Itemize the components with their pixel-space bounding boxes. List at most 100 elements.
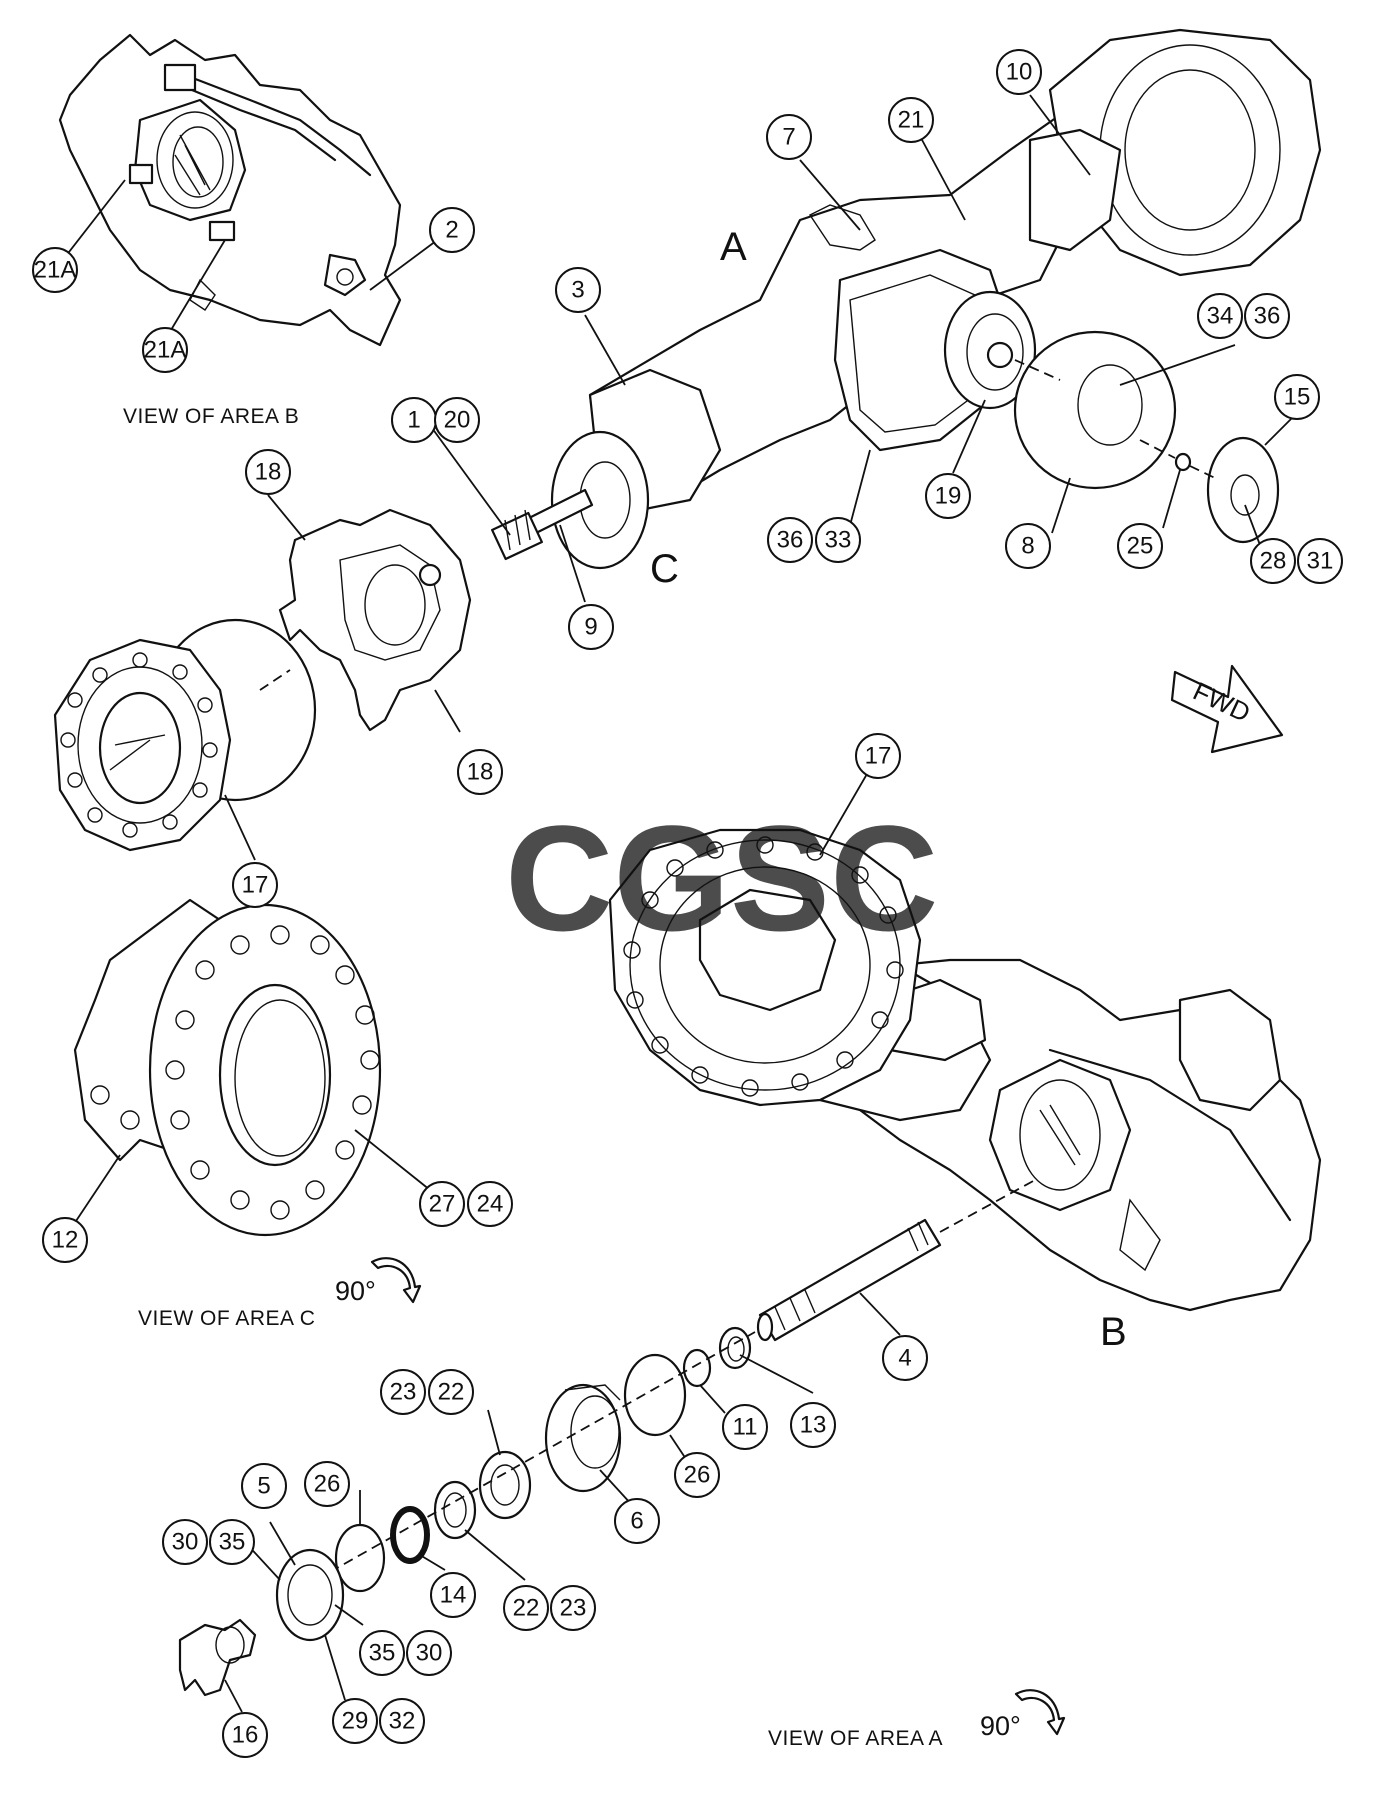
callout-22-bottom: 22 [503,1585,549,1631]
callout-26-right: 26 [674,1452,720,1498]
callout-36-right: 36 [1244,293,1290,339]
area-letter-c: C [650,547,679,591]
leader-lines [54,94,1296,1713]
svg-text:35: 35 [219,1529,246,1556]
callout-17-upper: 17 [232,862,278,908]
upper-wheel-hub [53,618,317,852]
callout-7: 7 [766,114,812,160]
watermark-text: CGSC [505,794,938,962]
shaft-and-bearing [491,488,594,561]
callout-27: 27 [419,1181,465,1227]
yoke [178,1618,257,1697]
rotate-arrow-icon-view-c [370,1257,422,1304]
svg-text:25: 25 [1127,533,1154,560]
bearing-cone-22 [478,1450,532,1520]
svg-text:1: 1 [407,407,420,434]
retainer [544,1383,622,1493]
svg-text:10: 10 [1006,59,1033,86]
lower-wheel-hub [608,828,922,1107]
callout-18-upper: 18 [245,449,291,495]
callout-18-lower: 18 [457,749,503,795]
seal-ring-25 [1174,452,1192,472]
view-area-c-illustration [73,898,382,1237]
forward-arrow-icon: FWD [1170,664,1284,754]
svg-text:24: 24 [477,1191,504,1218]
carrier [275,1548,345,1642]
callout-24: 24 [467,1181,513,1227]
callout-11: 11 [722,1404,768,1450]
svg-text:34: 34 [1207,303,1234,330]
callout-2: 2 [429,207,475,253]
view-label-area-c: VIEW OF AREA C [138,1307,315,1330]
area-letter-b: B [1100,1310,1127,1354]
callout-31: 31 [1297,538,1343,584]
assembly-axis-disc [1014,359,1216,479]
svg-text:14: 14 [440,1582,467,1609]
o-ring-26-upper [623,1353,687,1437]
rotation-label-view-c: 90° [335,1276,376,1306]
cover-plate [1206,436,1280,544]
callout-9: 9 [568,604,614,650]
view-label-area-b: VIEW OF AREA B [123,405,299,428]
callout-8: 8 [1005,523,1051,569]
svg-text:23: 23 [560,1595,587,1622]
svg-text:26: 26 [314,1471,341,1498]
svg-text:22: 22 [513,1595,540,1622]
upper-hub-flange [550,430,650,570]
callout-19: 19 [925,473,971,519]
svg-text:6: 6 [630,1508,643,1535]
callout-28: 28 [1250,538,1296,584]
svg-text:7: 7 [782,124,795,151]
callout-26-left: 26 [304,1461,350,1507]
callout-30-left: 30 [162,1519,208,1565]
callout-32: 32 [379,1698,425,1744]
callout-4: 4 [882,1335,928,1381]
callout-17-lower: 17 [855,733,901,779]
svg-text:4: 4 [898,1345,911,1372]
callout-30-right: 30 [406,1630,452,1676]
callout-35-left: 35 [209,1519,255,1565]
svg-text:17: 17 [242,872,269,899]
seal-14 [390,1506,430,1564]
callout-33: 33 [815,517,861,563]
svg-text:18: 18 [467,759,494,786]
svg-text:18: 18 [255,459,282,486]
svg-text:2: 2 [445,217,458,244]
callout-1: 1 [391,397,437,443]
callout-20: 20 [434,397,480,443]
brake-caliper [278,508,472,732]
svg-text:36: 36 [1254,303,1281,330]
svg-text:17: 17 [865,743,892,770]
svg-text:29: 29 [342,1708,369,1735]
callout-29: 29 [332,1698,378,1744]
callout-21: 21 [888,97,934,143]
svg-text:20: 20 [444,407,471,434]
callout-34: 34 [1197,293,1243,339]
upper-axle-housing [588,28,1322,512]
assembly-axis-lower [329,1331,756,1573]
svg-text:21A: 21A [144,337,187,364]
assembly-axis-shaft [939,1179,1036,1233]
svg-text:11: 11 [733,1414,758,1441]
callout-16: 16 [222,1712,268,1758]
callout-15: 15 [1274,374,1320,420]
svg-text:36: 36 [777,527,804,554]
svg-text:12: 12 [52,1227,79,1254]
callout-36-left: 36 [767,517,813,563]
callout-25: 25 [1117,523,1163,569]
view-area-b-illustration [58,33,402,347]
svg-text:35: 35 [369,1640,396,1667]
svg-text:26: 26 [684,1462,711,1489]
watermark-logo: CGSC [505,794,938,962]
bearing-cup-22 [433,1480,477,1540]
svg-text:21: 21 [898,107,925,134]
callout-23-bottom: 23 [550,1585,596,1631]
brake-disc [1013,330,1177,490]
assembly-axis-upper [259,669,291,691]
rotate-arrow-icon-view-a [1014,1689,1066,1736]
svg-text:16: 16 [232,1722,259,1749]
callout-35-right: 35 [359,1630,405,1676]
callout-10: 10 [996,49,1042,95]
svg-text:30: 30 [172,1529,199,1556]
svg-text:8: 8 [1021,533,1034,560]
